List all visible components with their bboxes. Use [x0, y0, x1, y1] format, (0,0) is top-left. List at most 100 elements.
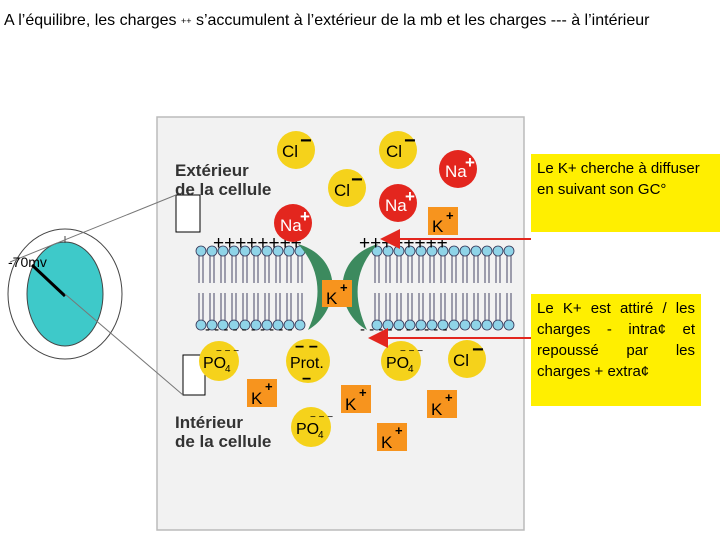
svg-text:+: + — [405, 187, 415, 206]
svg-text:PO: PO — [203, 355, 226, 372]
svg-text:Na: Na — [280, 216, 302, 235]
lipid-head — [404, 319, 416, 331]
phosphate-ion: PO 4 − − − — [381, 341, 423, 381]
chloride-ion: Cl − — [328, 169, 366, 207]
lipid-head — [481, 319, 493, 331]
exterior-label: Extérieur — [175, 161, 249, 180]
potassium-ion: K + — [428, 207, 458, 236]
potassium-ion: K + — [377, 423, 407, 452]
svg-text:4: 4 — [318, 430, 324, 441]
svg-text:K: K — [381, 433, 393, 452]
plus-charges-left: ++++++++ — [213, 233, 302, 254]
lipid-head — [459, 319, 471, 331]
svg-text:K: K — [326, 289, 338, 308]
lipid-head — [371, 245, 383, 257]
chloride-ion: Cl − — [448, 339, 486, 378]
sodium-ion: Na + — [379, 184, 417, 222]
phosphate-ion: PO 4 − − − — [291, 407, 333, 447]
svg-text:+: + — [265, 379, 273, 394]
svg-text:− − −: − − − — [216, 346, 239, 357]
sodium-ion: Na + — [274, 204, 312, 242]
lipid-head — [206, 319, 218, 331]
lipid-head — [393, 319, 405, 331]
svg-text:Prot.: Prot. — [290, 355, 324, 372]
membrane-potential-label: -70mv — [8, 254, 47, 270]
svg-text:+: + — [446, 208, 454, 223]
minus-charges-left: - - - - - - - - - - — [205, 321, 292, 338]
svg-text:Cl: Cl — [334, 181, 350, 200]
potassium-ion-in-channel: K + — [322, 280, 352, 308]
lipid-head — [437, 319, 449, 331]
svg-text:−: − — [302, 371, 311, 388]
lipid-head — [404, 245, 416, 257]
protein-ion: Prot. − − − — [286, 339, 330, 388]
svg-text:K: K — [251, 389, 263, 408]
interior-label: Intérieur — [175, 413, 243, 432]
svg-text:+: + — [359, 385, 367, 400]
chloride-ion: Cl − — [277, 130, 315, 169]
lipid-head — [228, 245, 240, 257]
lipid-head — [272, 319, 284, 331]
lipid-head — [294, 319, 306, 331]
svg-text:− − −: − − − — [310, 412, 333, 423]
lipid-head — [382, 319, 394, 331]
svg-text:4: 4 — [408, 364, 414, 375]
lipid-head — [250, 245, 262, 257]
interior-label-line2: de la cellule — [175, 432, 271, 451]
svg-text:+: + — [395, 423, 403, 438]
lipid-head — [261, 319, 273, 331]
lipid-head — [272, 245, 284, 257]
svg-text:−: − — [404, 130, 416, 152]
lipid-head — [283, 319, 295, 331]
lipid-head — [503, 319, 515, 331]
svg-text:Cl: Cl — [282, 142, 298, 161]
sodium-ion: Na + — [439, 150, 477, 188]
lipid-head — [437, 245, 449, 257]
svg-text:4: 4 — [225, 364, 231, 375]
lipid-head — [250, 319, 262, 331]
svg-text:Cl: Cl — [386, 142, 402, 161]
lipid-head — [239, 245, 251, 257]
lipid-head — [217, 245, 229, 257]
potassium-ion: K + — [427, 390, 457, 419]
lipid-head — [415, 319, 427, 331]
chloride-ion: Cl − — [379, 130, 417, 169]
lipid-head — [470, 245, 482, 257]
plus-charges-right: ++++++++ — [359, 233, 448, 254]
lipid-head — [239, 319, 251, 331]
lipid-head — [206, 245, 218, 257]
lipid-head — [492, 319, 504, 331]
lipid-head — [283, 245, 295, 257]
lipid-head — [195, 245, 207, 257]
lipid-head — [195, 319, 207, 331]
svg-text:−: − — [351, 169, 363, 191]
lipid-head — [448, 245, 460, 257]
exterior-label-line2: de la cellule — [175, 180, 271, 199]
page-title: A l’équilibre, les charges ++ s’accumule… — [4, 12, 650, 30]
svg-text:Na: Na — [445, 162, 467, 181]
svg-text:K: K — [431, 400, 443, 419]
svg-text:PO: PO — [386, 355, 409, 372]
potassium-ion: K + — [341, 385, 371, 414]
lipid-head — [459, 245, 471, 257]
svg-text:−: − — [300, 130, 312, 152]
svg-text:+: + — [445, 390, 453, 405]
lipid-head — [426, 245, 438, 257]
phosphate-ion: PO 4 − − − — [199, 341, 239, 381]
svg-text:+: + — [465, 153, 475, 172]
potassium-channel — [298, 244, 378, 330]
svg-text:PO: PO — [296, 421, 319, 438]
svg-text:K: K — [345, 395, 357, 414]
svg-text:Na: Na — [385, 196, 407, 215]
svg-text:+: + — [300, 207, 310, 226]
lipid-head — [217, 319, 229, 331]
electrical-gradient-note: Le K+ est attiré / les charges - intra¢ … — [531, 294, 701, 406]
lipid-head — [470, 319, 482, 331]
svg-text:Cl: Cl — [453, 351, 469, 370]
svg-text:+: + — [340, 280, 348, 295]
potassium-ion: K + — [247, 379, 277, 408]
lipid-head — [481, 245, 493, 257]
lipid-head — [415, 245, 427, 257]
lipid-head — [492, 245, 504, 257]
lipid-head — [503, 245, 515, 257]
